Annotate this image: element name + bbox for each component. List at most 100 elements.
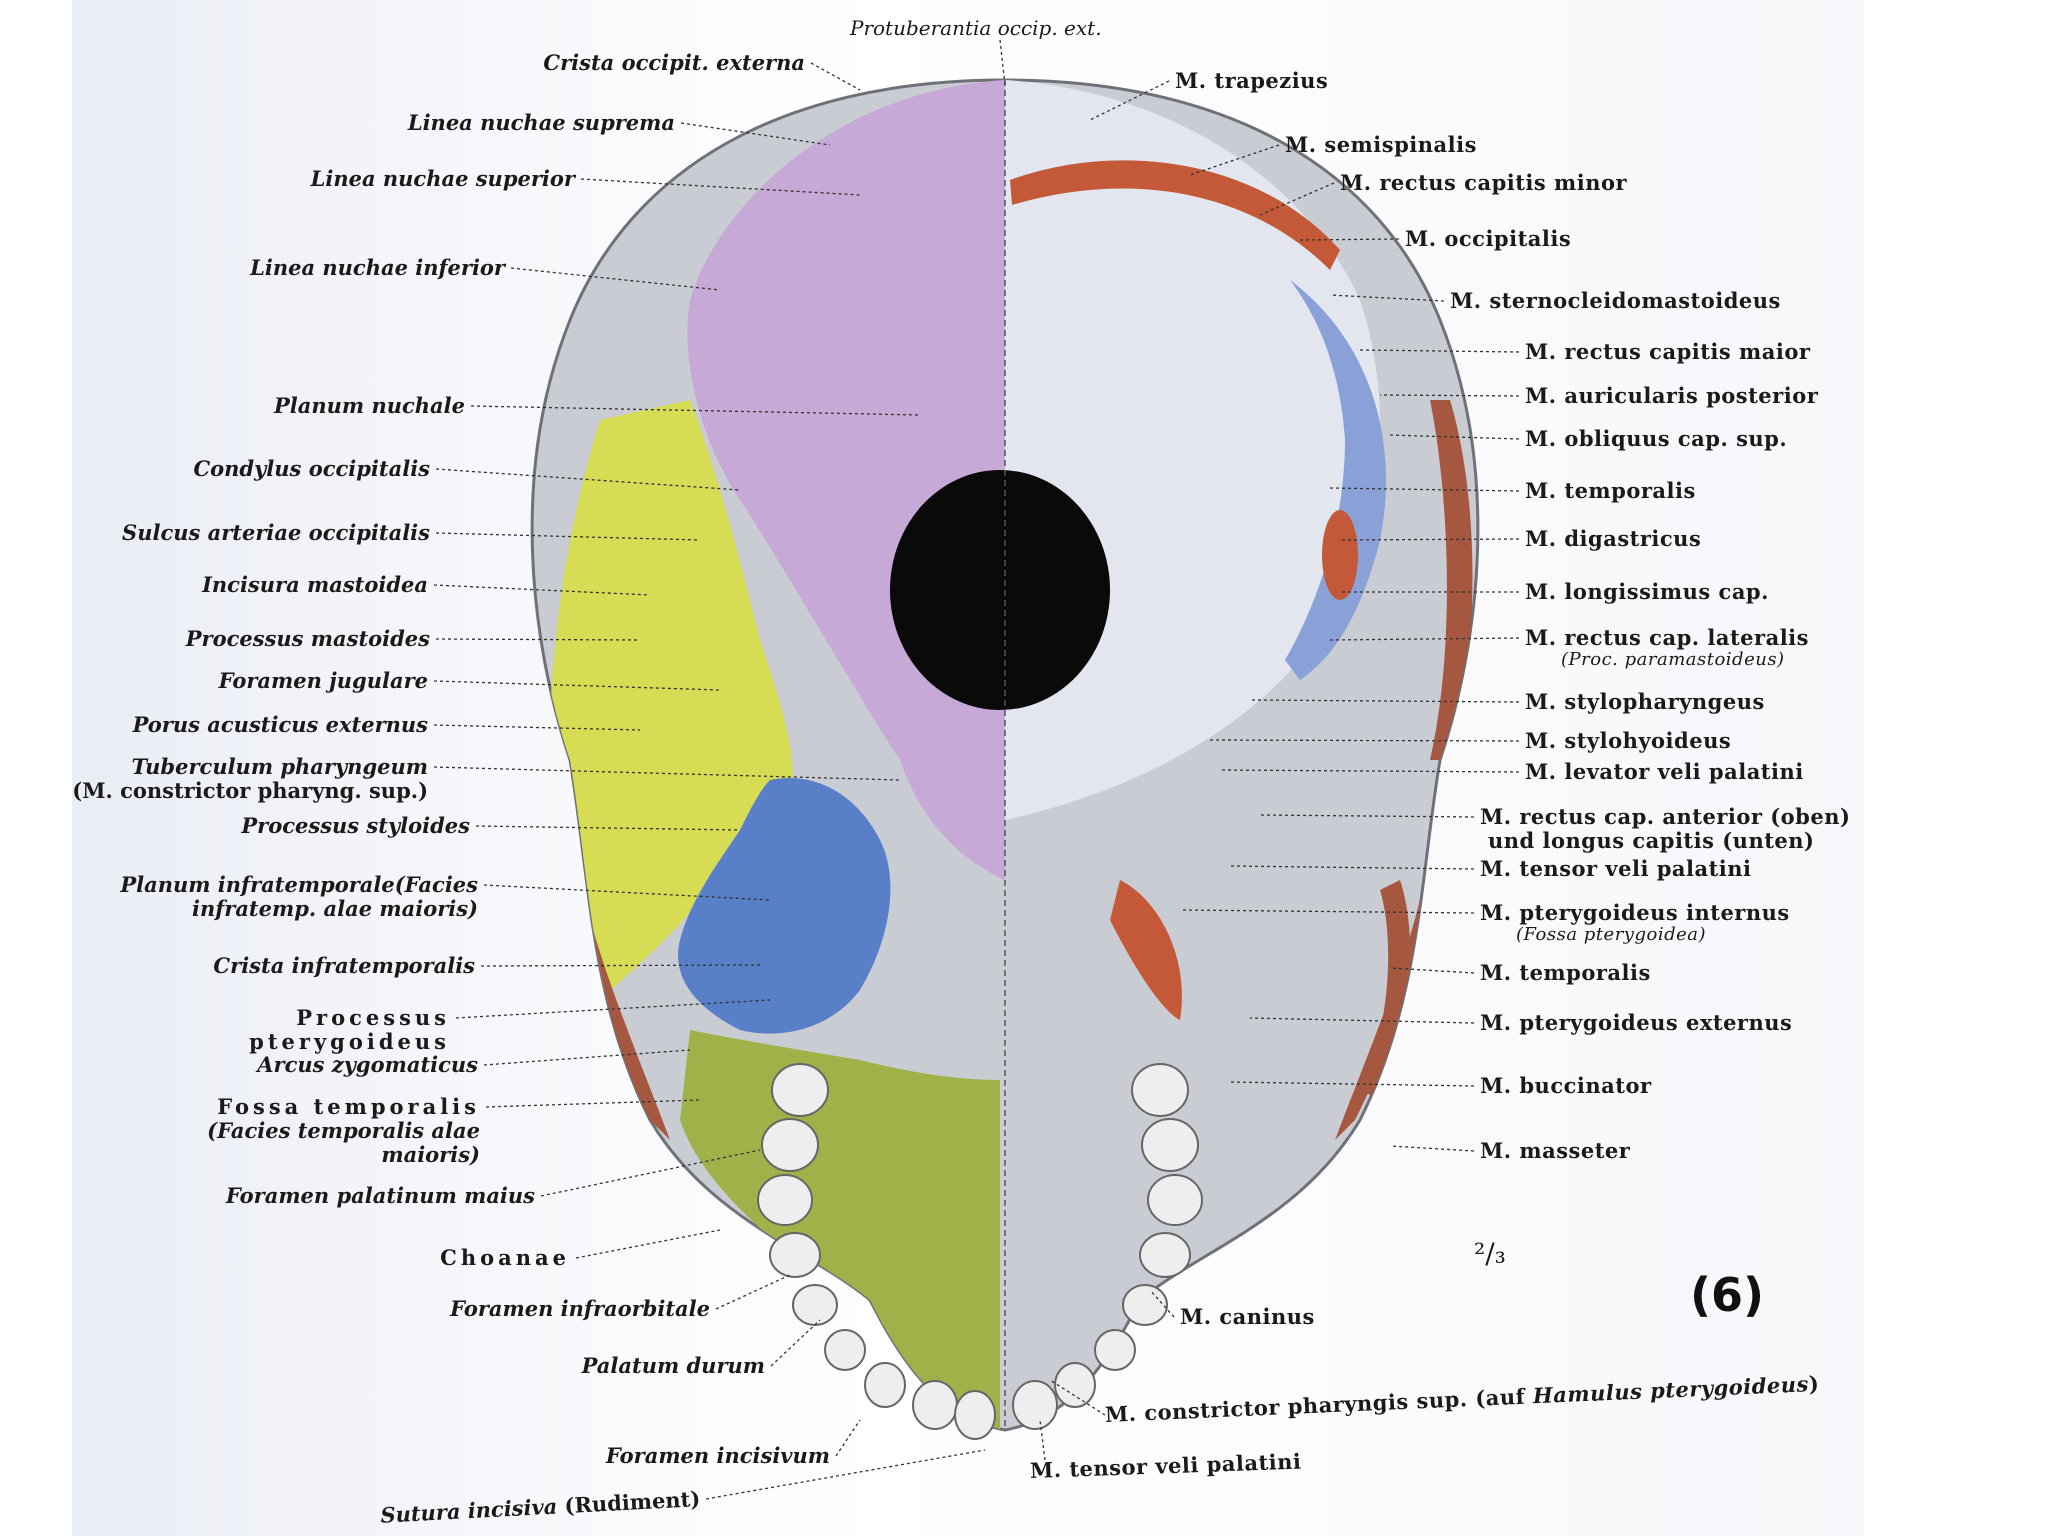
label-crista-infratemporalis: Crista infratemporalis — [213, 955, 475, 976]
label-m-auricularis-posterior: M. auricularis posterior — [1525, 385, 1818, 406]
label-choanae: Choanae — [440, 1247, 570, 1268]
scale-label: ²/₃ — [1474, 1237, 1506, 1270]
muscle-insertion-temporalis-side — [1430, 400, 1473, 760]
label-processus-styloides: Processus styloides — [241, 815, 470, 836]
label-line: Arcus zygomaticus — [257, 1052, 478, 1077]
label-line: Porus acusticus externus — [132, 712, 428, 737]
label-line: infratemp. alae maioris) — [191, 896, 478, 921]
label-line: M. rectus cap. anterior (oben) — [1480, 804, 1851, 829]
leader-protuberantia — [999, 39, 1006, 86]
label-crista-occipit-externa: Crista occipit. externa — [543, 52, 805, 73]
leader-m-pterygoideus-internus — [1179, 909, 1475, 914]
leader-m-pterygoideus-externus — [1249, 1017, 1475, 1024]
leader-foramen-palatinum-maius — [540, 1149, 761, 1197]
label-line: M. levator veli palatini — [1525, 759, 1804, 784]
leader-m-temporalis-1 — [1329, 487, 1520, 492]
leader-m-tensor-veli-palatini-1 — [1229, 865, 1475, 870]
label-foramen-palatinum-maius: Foramen palatinum maius — [226, 1185, 535, 1206]
leader-m-levator-veli-palatini — [1219, 769, 1520, 773]
leader-m-auricularis-posterior — [1379, 394, 1520, 397]
label-line: (Facies temporalis alae — [207, 1118, 480, 1143]
label-m-semispinalis: M. semispinalis — [1285, 134, 1477, 155]
maxilla-left — [680, 1030, 1000, 1430]
label-m-tensor-veli-palatini-1: M. tensor veli palatini — [1480, 858, 1752, 879]
label-m-buccinator: M. buccinator — [1480, 1075, 1652, 1096]
label-line: M. pterygoideus externus — [1480, 1010, 1793, 1035]
leader-processus-pterygoideus — [455, 999, 771, 1019]
label-incisura-mastoidea: Incisura mastoidea — [202, 574, 428, 595]
leader-m-caninus — [1149, 1289, 1175, 1318]
label-line: M. pterygoideus internus — [1480, 900, 1790, 925]
label-line: M. semispinalis — [1285, 132, 1477, 157]
leader-m-rectus-capitis-maior — [1359, 349, 1520, 353]
label-linea-nuchae-inferior: Linea nuchae inferior — [250, 257, 505, 278]
label-line: M. longissimus cap. — [1525, 579, 1769, 604]
label-sub: (Fossa pterygoidea) — [1516, 924, 1707, 945]
label-constrictor-end: ) — [1808, 1370, 1820, 1397]
label-line: und longus capitis (unten) — [1488, 828, 1815, 853]
label-line: M. auricularis posterior — [1525, 383, 1819, 408]
label-planum-nuchale: Planum nuchale — [274, 395, 465, 416]
label-m-stylopharyngeus: M. stylopharyngeus — [1525, 691, 1765, 712]
label-line: Incisura mastoidea — [202, 572, 428, 597]
leader-linea-nuchae-superior — [580, 178, 861, 196]
figure-number: (6) — [1690, 1268, 1765, 1322]
label-line: M. occipitalis — [1405, 226, 1572, 251]
sphenoid-bone-left — [678, 778, 891, 1034]
leader-foramen-infraorbitale — [715, 1274, 791, 1310]
label-line: Palatum durum — [581, 1353, 765, 1378]
leader-porus-acusticus-externus — [433, 724, 641, 731]
label-sulcus-arteriae-occipitalis: Sulcus arteriae occipitalis — [122, 522, 430, 543]
leader-m-trapezius — [1089, 80, 1170, 121]
label-m-trapezius: M. trapezius — [1175, 70, 1328, 91]
muscle-insertion-digastricus — [1322, 510, 1358, 600]
label-m-sternocleidomastoideus: M. sternocleidomastoideus — [1450, 290, 1781, 311]
label-sub: (Proc. paramastoideus) — [1561, 649, 1785, 670]
label-m-rectus-capitis-minor: M. rectus capitis minor — [1340, 172, 1627, 193]
leader-sulcus-arteriae-occipitalis — [435, 532, 701, 541]
muscle-insertion-trapezius — [1010, 160, 1340, 270]
label-line: Fossa temporalis — [217, 1094, 480, 1119]
label-line: Choanae — [440, 1245, 570, 1270]
label-tuberculum-pharyngeum: Tuberculum pharyngeum(M. constrictor pha… — [72, 756, 428, 801]
leader-palatum-durum — [770, 1319, 821, 1367]
label-m-stylohyoideus: M. stylohyoideus — [1525, 730, 1731, 751]
label-processus-mastoides: Processus mastoides — [186, 628, 430, 649]
label-line: Planum nuchale — [274, 393, 465, 418]
label-line: Processus — [296, 1005, 450, 1030]
label-line: pterygoideus — [249, 1029, 450, 1054]
label-m-occipitalis: M. occipitalis — [1405, 228, 1571, 249]
label-m-temporalis-1: M. temporalis — [1525, 480, 1696, 501]
leader-m-rectus-capitis-minor — [1259, 182, 1335, 216]
label-line: (M. constrictor pharyng. sup.) — [72, 778, 428, 803]
leader-m-semispinalis — [1189, 144, 1280, 176]
label-line: Linea nuchae superior — [310, 166, 575, 191]
leader-constrictor-pharyngis — [1049, 1379, 1106, 1416]
leader-m-stylopharyngeus — [1249, 699, 1520, 703]
leader-processus-styloides — [475, 825, 741, 831]
label-line: Foramen jugulare — [218, 668, 428, 693]
leader-crista-infratemporalis — [480, 964, 761, 967]
leader-linea-nuchae-suprema — [680, 122, 831, 146]
leader-linea-nuchae-inferior — [510, 267, 721, 291]
label-line: M. rectus cap. lateralis — [1525, 625, 1809, 650]
label-line: M. temporalis — [1480, 960, 1651, 985]
foramen-magnum — [890, 470, 1110, 710]
label-line: Foramen palatinum maius — [225, 1183, 535, 1208]
label-arcus-zygomaticus: Arcus zygomaticus — [257, 1054, 478, 1075]
leader-arcus-zygomaticus — [483, 1049, 691, 1066]
label-m-rectus-cap-lateralis: M. rectus cap. lateralis(Proc. paramasto… — [1525, 627, 1809, 669]
label-line: M. stylopharyngeus — [1525, 689, 1765, 714]
occipital-bone-left — [687, 80, 1005, 880]
label-line: M. rectus capitis maior — [1525, 339, 1811, 364]
label-line: M. temporalis — [1525, 478, 1696, 503]
label-foramen-incisivum: Foramen incisivum — [606, 1445, 830, 1466]
label-foramen-jugulare: Foramen jugulare — [219, 670, 428, 691]
leader-crista-occipit-externa — [810, 62, 861, 91]
label-line: Linea nuchae inferior — [250, 255, 505, 280]
label-linea-nuchae-superior: Linea nuchae superior — [311, 168, 575, 189]
label-m-digastricus: M. digastricus — [1525, 528, 1701, 549]
leader-planum-nuchale — [470, 405, 921, 416]
